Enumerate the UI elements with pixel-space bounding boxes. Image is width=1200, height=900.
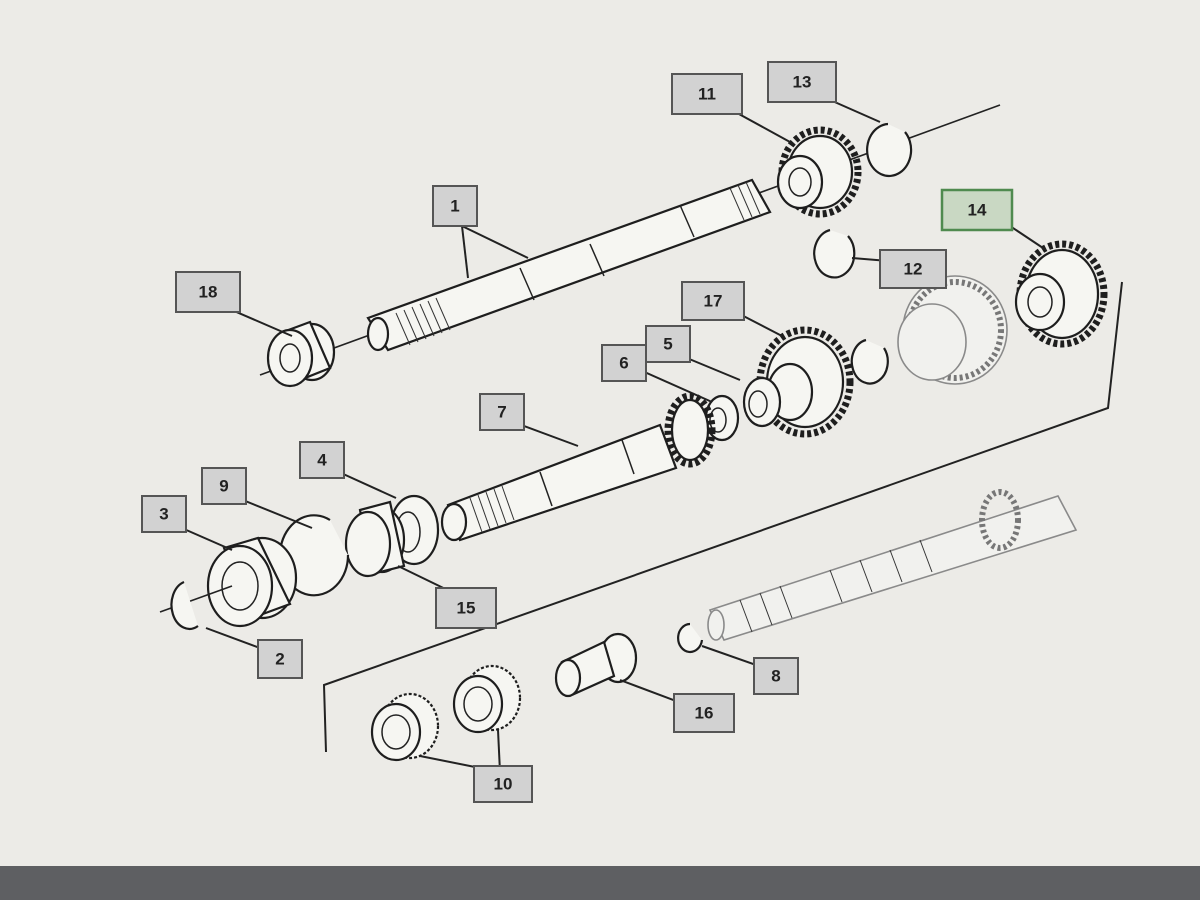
circlip-part-12 [813,228,856,279]
callout-7[interactable]: 7 [479,393,525,431]
svg-text:2: 2 [275,650,284,669]
callout-9[interactable]: 9 [201,467,247,505]
needle-bearing-part-10a [452,664,522,734]
gear-part-11 [776,126,862,218]
callout-17[interactable]: 17 [681,281,745,321]
callout-5[interactable]: 5 [645,325,691,363]
callout-14[interactable]: 14 [940,188,1014,232]
needle-bearing-part-10b [370,692,440,762]
svg-text:10: 10 [494,775,513,794]
circlip-part-8 [677,622,704,654]
leader-lines [167,91,1047,773]
svg-text:18: 18 [199,283,218,302]
svg-text:17: 17 [704,292,723,311]
callout-2[interactable]: 2 [257,639,303,679]
svg-text:6: 6 [619,354,628,373]
circlip-part-13 [866,122,913,178]
callout-3[interactable]: 3 [141,495,187,533]
svg-text:13: 13 [793,73,812,92]
washer-part-5 [742,376,782,428]
callout-15[interactable]: 15 [435,587,497,629]
sleeve-part-15 [344,500,406,578]
svg-text:9: 9 [219,477,228,496]
svg-text:8: 8 [771,667,780,686]
callout-10[interactable]: 10 [473,765,533,803]
svg-text:1: 1 [450,197,459,216]
exploded-view-drawing: 1 2 3 4 5 6 7 8 9 10 11 12 [141,61,1123,803]
svg-text:16: 16 [695,704,714,723]
bushing-part-16 [554,632,638,698]
gear-part-14 [897,240,1108,385]
lower-shaft [707,489,1078,641]
snap-ring [850,338,889,385]
bearing-part-3 [206,536,298,628]
svg-text:5: 5 [663,335,672,354]
callout-8[interactable]: 8 [753,657,799,695]
callout-16[interactable]: 16 [673,693,735,733]
screen-bottom-bar [0,866,1200,900]
bearing-part-18 [266,320,336,388]
svg-text:15: 15 [457,599,476,618]
svg-text:7: 7 [497,403,506,422]
callout-1[interactable]: 1 [432,185,478,227]
svg-text:3: 3 [159,505,168,524]
callout-4[interactable]: 4 [299,441,345,479]
shaft-part-7 [440,392,716,542]
callout-11[interactable]: 11 [671,73,743,115]
svg-text:14: 14 [968,201,987,220]
callout-6[interactable]: 6 [601,344,647,382]
svg-text:11: 11 [698,85,716,104]
circlip-part-2 [159,580,233,630]
assembly-bracket [322,281,1123,753]
callout-12[interactable]: 12 [879,249,947,289]
callout-13[interactable]: 13 [767,61,837,103]
callout-18[interactable]: 18 [175,271,241,313]
svg-text:4: 4 [317,451,327,470]
svg-text:12: 12 [904,260,923,279]
